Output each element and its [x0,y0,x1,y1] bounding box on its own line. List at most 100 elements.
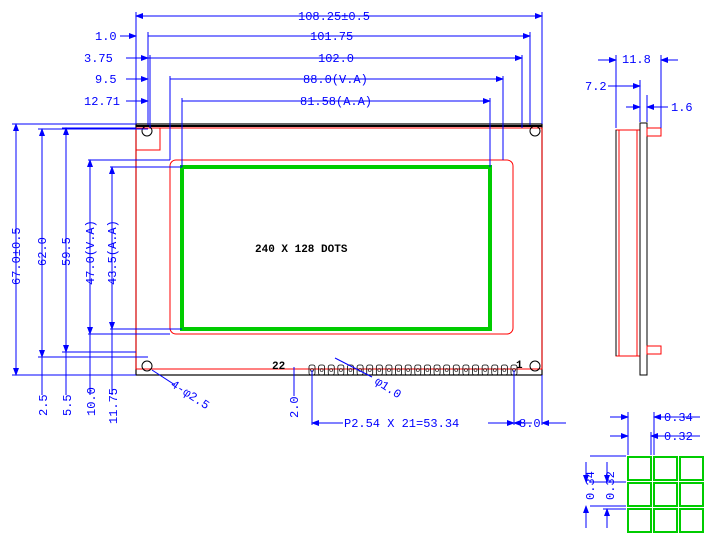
pin-hole [473,368,478,372]
pin-hole [329,368,334,372]
mount-hole-label: 4-φ2.5 [168,378,212,413]
bottom-offset-2: 5.5 [61,394,75,416]
pin-hole [377,368,382,372]
pin-pad [472,364,479,376]
pin-hole [502,368,507,372]
pin-pad [356,364,364,376]
offset-2: 3.75 [84,52,113,66]
side-view [615,122,662,376]
side-view-dimensions [598,55,678,128]
pin-hole [444,368,449,372]
pin-last-label: 22 [272,361,285,373]
pin-pad [462,364,470,376]
pin-hole [387,368,391,372]
side-body-label: 7.2 [585,80,607,94]
dot-detail-dimensions [583,412,700,528]
leaders [151,357,373,396]
dim-pcb-inner-height: 59.5 [60,237,74,266]
extension-lines [12,12,543,425]
pin-hole [348,368,353,372]
pin-pad [327,364,335,376]
offset-4: 12.71 [84,95,120,109]
dot-cell [627,482,652,507]
dot-v-size-label: 0.32 [604,471,618,500]
pin-first-label: 1 [516,360,523,372]
pin-pad [481,364,489,376]
left-dimensions [13,123,115,395]
dot-cell [679,508,704,533]
pin-pad [337,364,345,376]
top-dimension-labels: 108.25±0.5 101.75 102.0 88.0(V.A) 81.58(… [84,10,372,109]
dim-active-area-height: 43.5(A.A) [106,220,120,285]
pin-pitch-label: P2.54 X 21=53.34 [344,417,459,431]
mount-hole-top-right [529,125,541,137]
pin-right-label: 8.0 [519,417,541,431]
dot-detail-grid [627,456,704,533]
dot-h-size-label: 0.32 [664,430,693,444]
dot-cell [653,456,678,481]
display-label: 240 X 128 DOTS [255,244,348,256]
dot-v-pitch-label: 0.34 [584,471,598,500]
dot-h-pitch-label: 0.34 [664,411,693,425]
pin-hole [492,368,497,372]
pin-hole [425,368,430,372]
pin-hole [483,368,487,372]
top-dimensions [120,13,543,104]
dim-outline-width: 108.25±0.5 [298,10,370,24]
pin-pad [491,364,499,376]
dot-cell [653,508,678,533]
pin-offset-label: 2.0 [288,396,302,418]
module-front-view: 240 X 128 DOTS 22 1 [135,123,543,376]
pin-pad [375,364,383,376]
pin-hole [464,368,468,372]
pin-pad [385,364,393,376]
pin-pad [424,364,431,376]
dot-cell [653,482,678,507]
mount-hole-bottom-left [141,360,153,372]
dot-cell [627,508,652,533]
pin-hole-label: φ1.0 [372,375,404,402]
pin-pad [404,364,412,376]
pin-pad [433,364,441,376]
offset-3: 9.5 [95,73,117,87]
mount-hole-top-left [141,125,153,137]
pin-hole [339,368,343,372]
dim-hole-span: 101.75 [310,30,353,44]
pin-hole [367,368,372,372]
bottom-offset-3: 10.0 [85,387,99,416]
pin-pad [347,364,354,376]
dim-view-area-width: 88.0(V.A) [303,73,368,87]
dim-view-area-height: 47.0(V.A) [84,220,98,285]
bottom-offset-4: 11.75 [107,388,121,424]
pin-hole [435,368,439,372]
pin-pad [414,364,422,376]
dim-hole-height: 62.0 [36,237,50,266]
mount-hole-bottom-right [529,360,541,372]
pin-hole [406,368,410,372]
view-area-outline [169,159,514,335]
pin-pad [500,364,508,376]
pin-pad [366,364,374,376]
pin-hole [319,368,324,372]
offset-1: 1.0 [95,30,117,44]
pin-hole [396,368,401,372]
dot-cell [627,456,652,481]
pin-hole [416,368,420,372]
pin-pad [395,364,402,376]
dim-outline-height: 67.0±0.5 [10,227,24,285]
dot-cell [679,482,704,507]
pin-row [308,364,518,376]
pin-hole [454,368,459,372]
pin-pad [452,364,460,376]
bezel-outline [135,127,543,370]
active-area-outline [180,165,492,331]
dot-cell [679,456,704,481]
side-thickness-label: 11.8 [622,53,651,67]
pin-pad [443,364,451,376]
pin-pad [318,364,326,376]
side-pcb-label: 1.6 [671,101,693,115]
bottom-offset-1: 2.5 [37,394,51,416]
left-dimension-labels: 67.0±0.5 62.0 59.5 47.0(V.A) 43.5(A.A) 2… [10,220,121,424]
dim-active-area-width: 81.58(A.A) [300,95,372,109]
